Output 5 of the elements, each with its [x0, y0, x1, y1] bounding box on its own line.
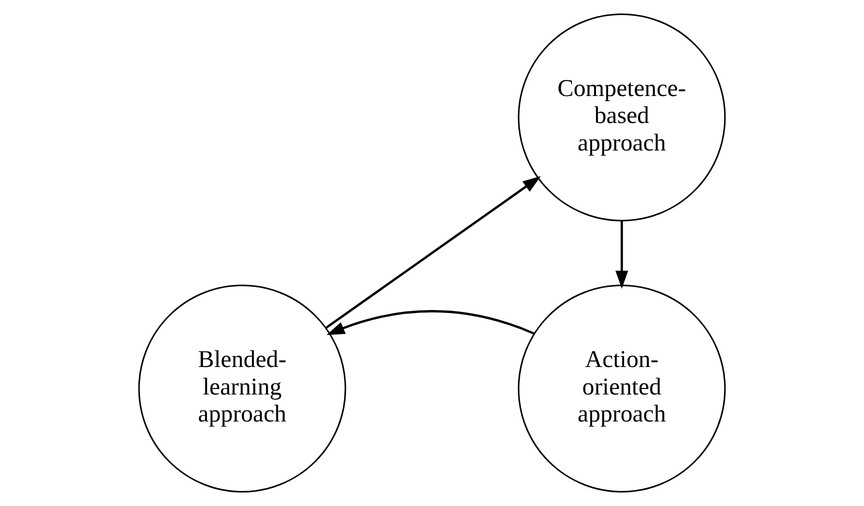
node-circle: Competence-based approach: [518, 14, 726, 222]
arrow: [326, 176, 541, 328]
node-circle: Action-oriented approach: [518, 284, 726, 492]
arrow: [326, 310, 534, 335]
arrow: [615, 220, 628, 289]
